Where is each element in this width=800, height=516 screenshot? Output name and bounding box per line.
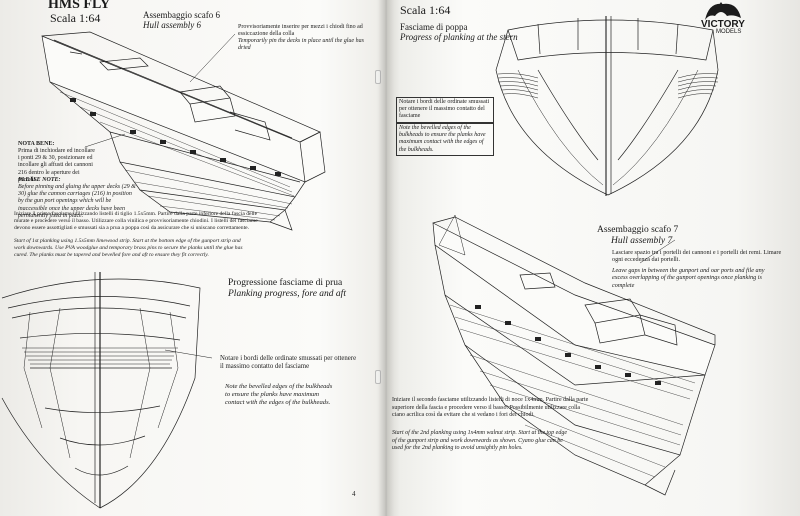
stern-note-en: Note the bevelled edges of the bulkheads… xyxy=(399,125,486,153)
left-assembly-it: Assembaggio scafo 6 xyxy=(143,10,220,20)
nota-bene-text: Prima di inchiodare ed incollare i ponti… xyxy=(18,148,95,183)
progression-it: Progressione fasciame di prua xyxy=(228,278,343,288)
first-planking-it: Iniziare il primo fasciame utilizzando l… xyxy=(14,211,258,231)
victory-models-logo xyxy=(705,2,741,20)
second-planking-it: Iniziare il secondo fasciame utilizzando… xyxy=(392,397,589,418)
gap-note-it: Lasciare spazio tra i portelli dei canno… xyxy=(612,249,782,264)
binding-staple xyxy=(375,70,381,84)
right-assembly-en: Hull assembly 7 xyxy=(611,236,673,246)
left-bevel-note-it: Notare i bordi delle ordinate smussati p… xyxy=(220,355,357,371)
hull-assembly-6-drawing xyxy=(41,31,326,231)
progression-en: Planking progress, fore and aft xyxy=(228,289,346,299)
binding-staple xyxy=(375,370,381,384)
please-note-text: Before pinning and gluing the upper deck… xyxy=(18,184,136,219)
left-scale: Scala 1:64 xyxy=(50,11,101,25)
left-bevel-note-en: Note the bevelled edges of the bulkheads… xyxy=(225,383,333,406)
page-number: 4 xyxy=(352,490,356,498)
first-planking-en: Start of 1st planking using 1.5x5mm lime… xyxy=(14,238,243,258)
gap-note-en: Leave gaps in between the gunport and oa… xyxy=(612,267,765,289)
left-top-note-en: Temporarily pin the decks in place until… xyxy=(238,38,364,52)
hull-assembly-7-drawing xyxy=(432,214,716,496)
nota-bene-title: NOTA BENE: xyxy=(18,141,55,147)
bow-planking-drawing xyxy=(1,272,213,509)
second-planking-en: Start of the 2nd planking using 1x4mm wa… xyxy=(392,430,567,451)
logo-main-text: VICTORY xyxy=(701,19,745,30)
right-assembly-it: Assembaggio scafo 7 xyxy=(597,225,679,235)
page-gutter xyxy=(378,0,394,516)
left-assembly-en: Hull assembly 6 xyxy=(143,20,201,30)
left-top-note-it: Provvisoriamente inserire per mezzi i ch… xyxy=(238,24,363,38)
stern-title-it: Fasciame di poppa xyxy=(400,22,468,32)
right-scale: Scala 1:64 xyxy=(400,3,451,17)
left-page-title: HMS FLY xyxy=(48,0,111,12)
stern-planking-drawing xyxy=(495,16,719,196)
please-note-title: PLEASE NOTE: xyxy=(18,177,61,183)
stern-note-it: Notare i bordi delle ordinate smussati p… xyxy=(399,99,490,120)
stern-title-en: Progress of planking at the stern xyxy=(400,32,518,42)
stern-note-box-en: Note the bevelled edges of the bulkheads… xyxy=(396,123,494,156)
stern-note-box: Notare i bordi delle ordinate smussati p… xyxy=(396,97,494,123)
logo-sub-text: MODELS xyxy=(716,29,742,35)
